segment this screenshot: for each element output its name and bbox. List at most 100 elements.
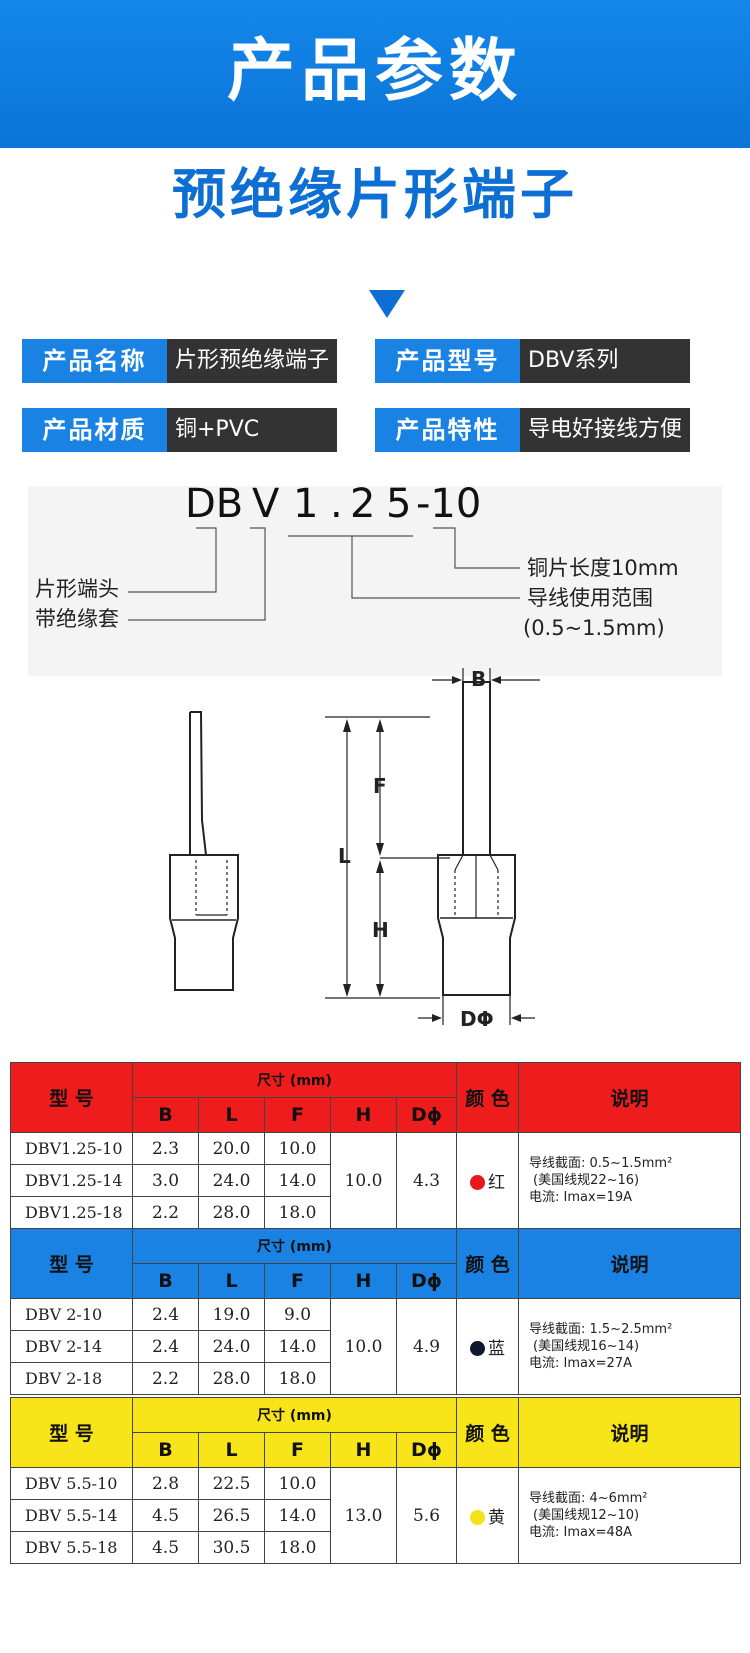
cell-f: 14.0 [264,1499,331,1532]
cell-l: 28.0 [198,1362,265,1395]
cell-l: 19.0 [198,1298,265,1331]
color-name: 黄 [488,1508,505,1528]
note-line: 导线截面: 4~6mm² [529,1491,648,1506]
cell-color: 红 [456,1132,519,1229]
cell-note: 导线截面: 0.5~1.5mm² (美国线规22~16) 电流: Imax=19A [518,1132,741,1229]
dim-label-d: DΦ [460,1007,494,1031]
note-line: 电流: Imax=48A [529,1525,632,1540]
cell-b: 2.4 [132,1330,199,1363]
header-col-h: H [330,1432,397,1468]
header-col-f: F [264,1263,331,1299]
annot-tip: 片形端头 [35,577,119,601]
cell-model: DBV1.25-14 [10,1164,133,1197]
cell-b: 2.2 [132,1196,199,1229]
cell-l: 28.0 [198,1196,265,1229]
name-value: 片形预绝缘端子 [167,339,337,383]
header-color: 颜 色 [456,1397,519,1468]
color-dot-icon [470,1341,485,1356]
header-col-l: L [198,1263,265,1299]
cell-note: 导线截面: 1.5~2.5mm²(美国线规16~14)电流: Imax=27A [518,1298,741,1395]
header-col-h: H [330,1097,397,1133]
header-col-b: B [132,1432,199,1468]
cell-f: 14.0 [264,1330,331,1363]
header-color: 颜 色 [456,1228,519,1299]
note-line: 导线截面: 0.5~1.5mm² [529,1156,673,1171]
annot-range-value: (0.5~1.5mm) [523,616,665,640]
header-note: 说明 [518,1397,741,1468]
cell-f: 18.0 [264,1531,331,1564]
cell-d: 5.6 [396,1467,457,1564]
header-note: 说明 [518,1228,741,1299]
cell-model: DBV 5.5-14 [10,1499,133,1532]
header-col-b: B [132,1263,199,1299]
cell-f: 18.0 [264,1362,331,1395]
cell-l: 24.0 [198,1330,265,1363]
banner-title: 产品参数 [226,32,523,111]
note-line: 导线截面: 1.5~2.5mm² [529,1322,673,1337]
dim-label-l: L [338,844,351,868]
cell-d: 4.3 [396,1132,457,1229]
code-part-length: -10 [416,481,482,527]
dim-label-b: B [471,667,486,691]
arrow-down-icon [369,290,405,318]
header-banner [0,0,750,148]
cell-note: 导线截面: 4~6mm² (美国线规12~10) 电流: Imax=48A [518,1467,741,1564]
note-line: 电流: Imax=19A [529,1190,632,1205]
header-col-d: Dϕ [396,1097,457,1133]
header-col-l: L [198,1432,265,1468]
cell-f: 14.0 [264,1164,331,1197]
cell-model: DBV 5.5-18 [10,1531,133,1564]
cell-b: 2.3 [132,1132,199,1165]
cell-f: 9.0 [264,1298,331,1331]
color-dot-icon [470,1175,485,1190]
cell-model: DBV 5.5-10 [10,1467,133,1500]
annot-sleeve: 带绝缘套 [35,607,119,631]
feature-value: 导电好接线方便 [520,408,690,452]
cell-model: DBV 2-18 [10,1362,133,1395]
cell-h: 10.0 [330,1132,397,1229]
annot-length: 铜片长度10mm [527,556,679,580]
cell-b: 4.5 [132,1499,199,1532]
code-part-2: 2 [350,481,376,527]
cell-b: 2.8 [132,1467,199,1500]
cell-b: 2.4 [132,1298,199,1331]
model-code-panel [28,486,722,676]
dim-label-h: H [372,918,389,942]
dim-label-f: F [373,774,387,798]
annot-range: 导线使用范围 [527,586,653,610]
cell-h: 10.0 [330,1298,397,1395]
model-value: DBV系列 [520,339,690,383]
cell-l: 20.0 [198,1132,265,1165]
header-size: 尺寸 (mm) [132,1397,457,1433]
note-line: (美国线规12~10) [533,1508,640,1523]
cell-model: DBV 2-10 [10,1298,133,1331]
note-line: 电流: Imax=27A [529,1356,632,1371]
material-value: 铜+PVC [167,408,337,452]
header-model: 型 号 [10,1228,133,1299]
cell-l: 24.0 [198,1164,265,1197]
material-label: 产品材质 [22,408,167,452]
cell-model: DBV1.25-10 [10,1132,133,1165]
header-col-d: Dϕ [396,1432,457,1468]
code-part-v: V [252,481,280,527]
color-dot-icon [470,1510,485,1525]
product-subtitle: 预绝缘片形端子 [172,163,578,226]
note-line: (美国线规22~16) [533,1173,640,1188]
header-col-l: L [198,1097,265,1133]
code-part-dot: . [330,481,343,527]
header-size: 尺寸 (mm) [132,1062,457,1098]
header-col-h: H [330,1263,397,1299]
terminal-diagram: B F L H DΦ [169,667,540,1031]
